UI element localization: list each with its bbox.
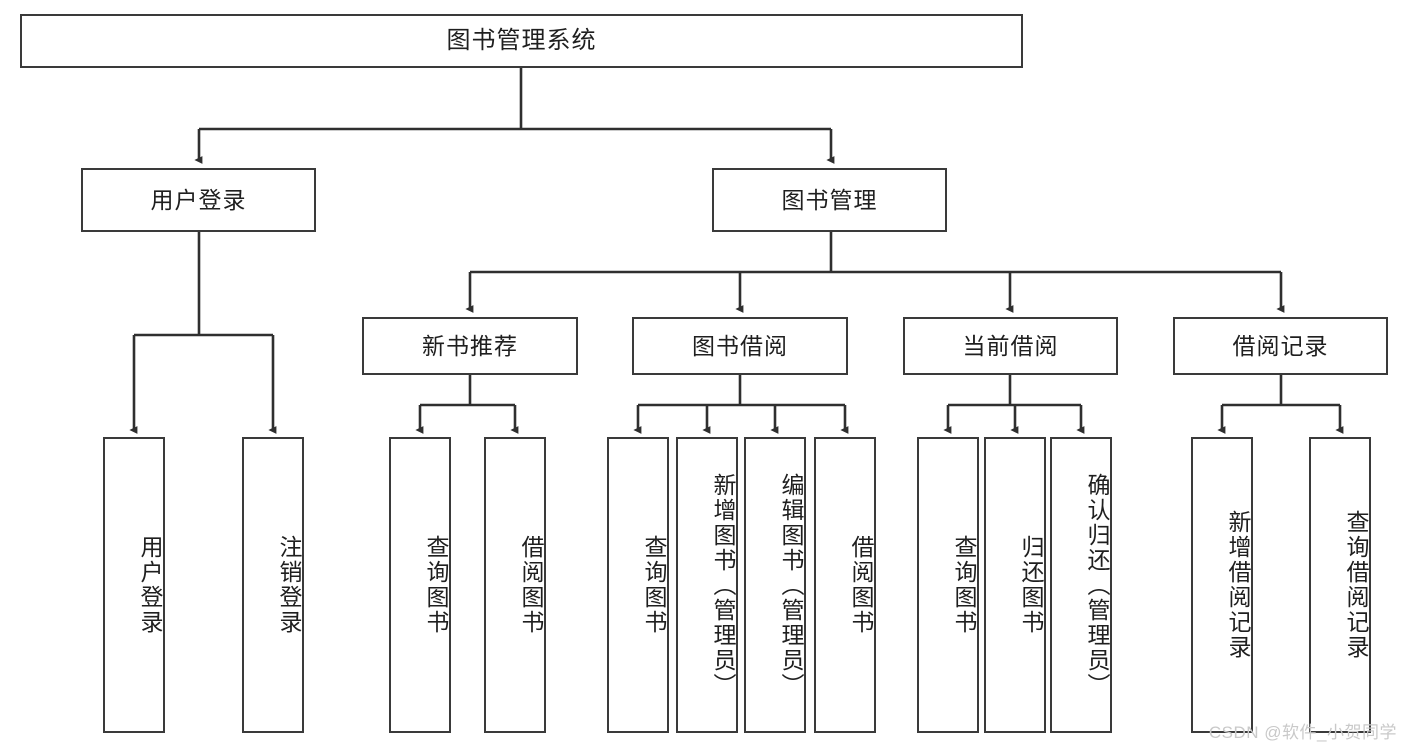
leaf-label: 查询图书 bbox=[951, 535, 977, 635]
node-leaf-query-book-3[interactable]: 查询图书 bbox=[917, 437, 979, 733]
leaf-label: 查询图书 bbox=[641, 535, 667, 635]
leaf-label: 确认归还（管理员） bbox=[1084, 472, 1110, 698]
node-leaf-user-logout[interactable]: 注销登录 bbox=[242, 437, 304, 733]
leaf-label: 借阅图书 bbox=[848, 535, 874, 635]
node-new-book-recommend[interactable]: 新书推荐 bbox=[362, 317, 578, 375]
node-leaf-confirm-return[interactable]: 确认归还（管理员） bbox=[1050, 437, 1112, 733]
node-current-borrow[interactable]: 当前借阅 bbox=[903, 317, 1118, 375]
node-book-manage[interactable]: 图书管理 bbox=[712, 168, 947, 232]
node-leaf-query-record[interactable]: 查询借阅记录 bbox=[1309, 437, 1371, 733]
leaf-label: 注销登录 bbox=[276, 535, 302, 635]
node-leaf-borrow-book-1[interactable]: 借阅图书 bbox=[484, 437, 546, 733]
watermark-text: CSDN @软件_小贺同学 bbox=[1208, 723, 1397, 742]
leaf-label: 新增借阅记录 bbox=[1225, 510, 1251, 660]
leaf-label: 归还图书 bbox=[1018, 535, 1044, 635]
node-leaf-add-book[interactable]: 新增图书（管理员） bbox=[676, 437, 738, 733]
node-book-borrow[interactable]: 图书借阅 bbox=[632, 317, 848, 375]
leaf-label: 新增图书（管理员） bbox=[710, 472, 736, 698]
leaf-label: 编辑图书（管理员） bbox=[778, 472, 804, 698]
node-root[interactable]: 图书管理系统 bbox=[20, 14, 1023, 68]
node-leaf-borrow-book-2[interactable]: 借阅图书 bbox=[814, 437, 876, 733]
leaf-label: 查询借阅记录 bbox=[1343, 510, 1369, 660]
leaf-label: 用户登录 bbox=[137, 535, 163, 635]
node-leaf-query-book-2[interactable]: 查询图书 bbox=[607, 437, 669, 733]
node-borrow-record[interactable]: 借阅记录 bbox=[1173, 317, 1388, 375]
node-leaf-edit-book[interactable]: 编辑图书（管理员） bbox=[744, 437, 806, 733]
node-leaf-user-login[interactable]: 用户登录 bbox=[103, 437, 165, 733]
node-leaf-return-book[interactable]: 归还图书 bbox=[984, 437, 1046, 733]
node-leaf-add-record[interactable]: 新增借阅记录 bbox=[1191, 437, 1253, 733]
node-leaf-query-book-1[interactable]: 查询图书 bbox=[389, 437, 451, 733]
node-user-login[interactable]: 用户登录 bbox=[81, 168, 316, 232]
leaf-label: 查询图书 bbox=[423, 535, 449, 635]
leaf-label: 借阅图书 bbox=[518, 535, 544, 635]
